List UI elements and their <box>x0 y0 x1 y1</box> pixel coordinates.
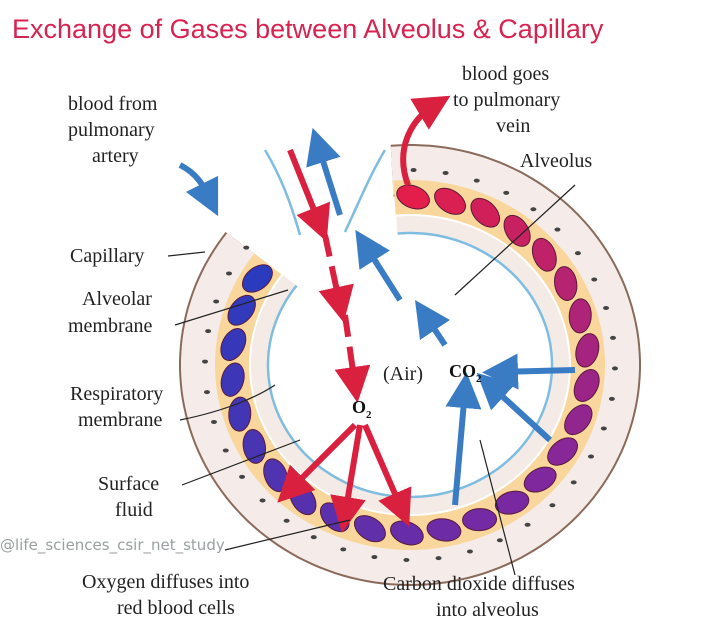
co2-arrow <box>445 372 482 506</box>
red-blood-cell <box>470 197 501 228</box>
red-blood-cell <box>523 466 557 493</box>
cell-nucleus <box>530 207 537 212</box>
label-o2: O2 <box>352 397 372 421</box>
cell-nucleus <box>243 245 250 250</box>
o2-arrow <box>287 148 331 242</box>
o2-arrow <box>330 424 366 533</box>
cell-nucleus <box>239 474 246 479</box>
alveolus-capillary-ring <box>179 144 641 586</box>
o2-arrow <box>362 423 412 527</box>
label-blood-goes-vein: blood goes to pulmonary vein <box>453 63 565 137</box>
o2-arrow <box>318 234 354 323</box>
co2-arrow <box>355 229 403 302</box>
outer-membrane <box>181 146 639 584</box>
surface-fluid-line <box>266 231 554 499</box>
cell-nucleus <box>600 426 607 431</box>
co2-arrow <box>482 353 576 390</box>
label-respiratory-membrane: Respiratory membrane <box>70 383 168 431</box>
co2-arrow <box>415 300 450 347</box>
cell-nucleus <box>608 396 615 401</box>
co2-arrows <box>178 127 576 506</box>
oxygen-arrows <box>277 95 451 533</box>
cell-nucleus <box>611 366 618 371</box>
artery-arrow <box>178 162 219 217</box>
cell-nucleus <box>225 271 232 276</box>
co2-arrow <box>306 127 343 216</box>
cell-nucleus <box>410 168 417 173</box>
label-air: (Air) <box>383 363 423 385</box>
cell-nucleus <box>213 299 220 304</box>
o2-arrow <box>277 422 358 503</box>
red-blood-cell <box>396 184 430 210</box>
label-alveolar-membrane: Alveolar membrane <box>68 288 157 337</box>
red-blood-cell <box>426 518 462 542</box>
vein-arrow <box>400 95 451 187</box>
cell-nucleus <box>203 390 210 395</box>
cell-nucleus <box>603 305 610 310</box>
cell-nucleus <box>259 498 266 503</box>
cell-nucleus <box>202 359 209 364</box>
airway-wall-right <box>343 149 387 233</box>
label-alveolus: Alveolus <box>520 150 592 172</box>
cell-nucleus <box>549 503 556 508</box>
cell-nucleus <box>554 227 561 232</box>
cell-nucleus <box>591 277 598 282</box>
cell-nucleus <box>588 454 595 459</box>
red-blood-cell <box>575 333 600 368</box>
cell-nucleus <box>371 555 378 560</box>
cell-nucleus <box>496 538 503 543</box>
red-blood-cell <box>220 362 245 397</box>
red-blood-cell <box>531 237 557 272</box>
o2-arrow <box>334 314 371 403</box>
cell-nucleus <box>442 170 449 175</box>
cell-nucleus <box>524 522 531 527</box>
cell-nucleus <box>283 518 290 523</box>
cell-nucleus <box>503 190 510 195</box>
label-surface-fluid: Surface fluid <box>98 473 164 521</box>
label-co2-diffuses: Carbon dioxide diffuses into alveolus <box>383 573 580 621</box>
red-blood-cell <box>462 508 498 532</box>
red-blood-cell <box>568 298 592 334</box>
red-blood-cell <box>220 328 247 361</box>
cell-nucleus <box>205 329 212 334</box>
cell-nucleus <box>610 335 617 340</box>
label-co2: CO2 <box>449 361 482 385</box>
cell-nucleus <box>403 557 410 562</box>
red-blood-cell <box>503 214 531 247</box>
label-blood-from-artery: blood from pulmonary artery <box>68 93 162 167</box>
red-blood-cell <box>242 264 273 293</box>
cell-nucleus <box>435 556 442 561</box>
label-capillary: Capillary <box>70 245 144 267</box>
cell-nucleus <box>210 420 217 425</box>
cell-nucleus <box>574 251 581 256</box>
watermark: @life_sciences_csir_net_study <box>0 536 225 555</box>
red-blood-cell <box>547 437 578 466</box>
red-blood-cell <box>573 369 600 402</box>
cell-nucleus <box>466 549 473 554</box>
cell-nucleus <box>473 178 480 183</box>
cell-nucleus <box>310 535 317 540</box>
red-blood-cell <box>494 490 530 515</box>
co2-arrow <box>476 372 553 443</box>
red-blood-cell <box>564 404 593 436</box>
label-oxygen-diffuses: Oxygen diffuses into red blood cells <box>82 571 254 619</box>
cell-nucleus <box>340 547 347 552</box>
leader-lines <box>167 184 576 576</box>
cell-nucleus <box>570 480 577 485</box>
red-blood-cell <box>553 266 578 301</box>
alveolar-membrane <box>251 216 569 514</box>
red-blood-cell <box>434 187 467 215</box>
diagram-title: Exchange of Gases between Alveolus & Cap… <box>12 14 604 44</box>
cell-nucleus <box>222 448 229 453</box>
